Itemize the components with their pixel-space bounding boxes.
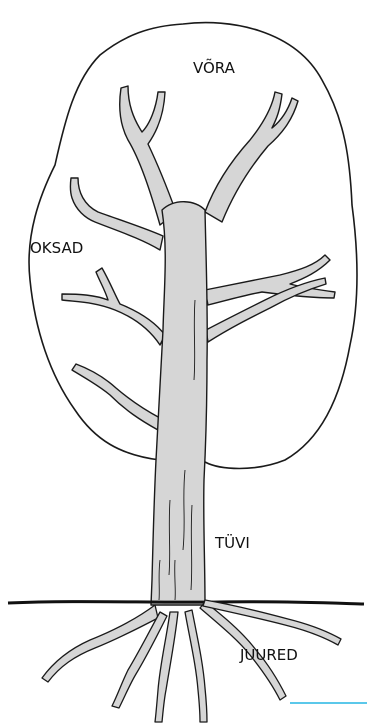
root-left [42, 605, 158, 682]
label-roots: JUURED [239, 646, 298, 664]
branch-upper-left [120, 86, 176, 225]
root-center-right [185, 610, 207, 722]
label-trunk: TÜVI [214, 533, 250, 552]
ground-line [8, 602, 364, 604]
branch-bottom-left [72, 364, 160, 430]
trunk-shape [151, 202, 207, 605]
branch-lower-left [62, 268, 165, 345]
branch-upper-right [205, 92, 298, 222]
label-crown: VÕRA [193, 58, 236, 77]
label-branches: OKSAD [30, 239, 83, 257]
